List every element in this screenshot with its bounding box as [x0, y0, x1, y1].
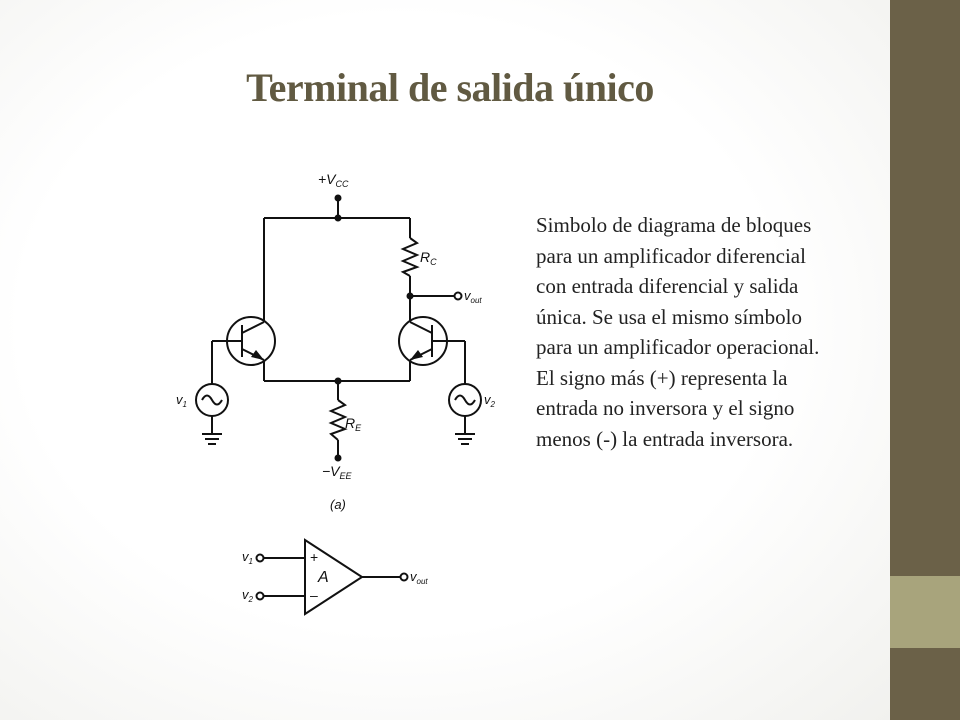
caption-a: (a)	[330, 497, 346, 512]
vout-terminal	[453, 291, 463, 301]
slide-title: Terminal de salida único	[246, 65, 654, 110]
slide-body-text: Simbolo de diagrama de bloques para un a…	[536, 213, 820, 451]
side-bar-bottom	[890, 648, 960, 720]
block-v2-terminal	[255, 591, 265, 601]
v1-label: v1	[176, 392, 187, 409]
vee-label: −VEE	[322, 463, 353, 481]
block-vout-terminal	[399, 572, 409, 582]
block-v1-label: v1	[242, 549, 253, 566]
vee-node	[334, 454, 342, 462]
right-emitter-arrow	[410, 350, 423, 360]
minus-sign: –	[310, 587, 318, 603]
side-bar-top	[890, 0, 960, 576]
emitter-node	[334, 377, 342, 385]
op-amp-triangle	[304, 538, 364, 616]
left-emitter-arrow	[251, 350, 264, 360]
rc-resistor	[400, 237, 420, 277]
block-vout-label: vout	[410, 569, 428, 586]
block-v2-label: v2	[242, 587, 254, 604]
re-resistor	[328, 399, 348, 441]
top-rail-node	[334, 214, 342, 222]
block-v1-terminal	[255, 553, 265, 563]
vcc-label: +VCC	[318, 171, 349, 189]
vout-label: vout	[464, 288, 482, 305]
plus-sign: +	[310, 549, 318, 565]
vcc-node	[334, 194, 342, 202]
side-bar-middle	[890, 576, 960, 648]
re-label: RE	[345, 415, 362, 433]
collector-node	[406, 292, 414, 300]
slide-background	[0, 0, 890, 720]
v2-label: v2	[484, 392, 496, 409]
gain-label: A	[317, 569, 329, 586]
differential-amplifier-diagram: +VCC RC vout RE −VEE v1 v2 (a) v1 v2 + –…	[176, 171, 496, 616]
rc-label: RC	[420, 249, 437, 267]
